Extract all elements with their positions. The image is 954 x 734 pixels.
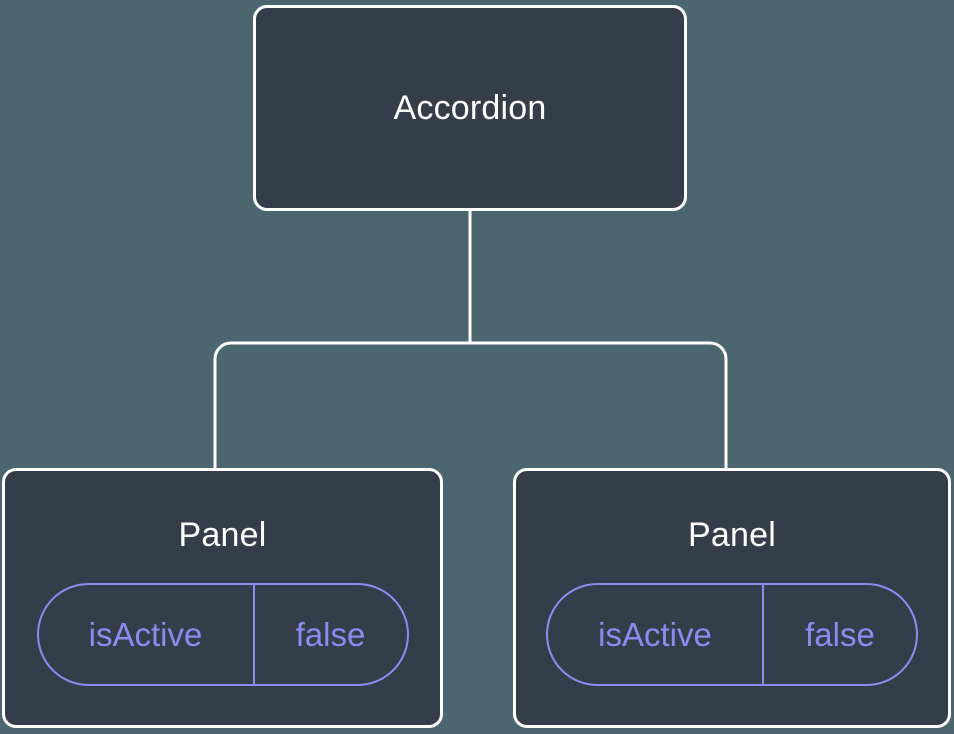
node-panel-2[interactable]: Panel isActive false (513, 468, 951, 728)
node-title: Accordion (393, 89, 547, 127)
prop-value: false (295, 615, 366, 653)
node-title: Panel (688, 516, 776, 554)
edge-split-to-left-panel (213, 341, 470, 468)
prop-badge-isactive[interactable]: isActive false (36, 583, 409, 686)
edge-split-to-right-panel (470, 341, 728, 468)
prop-key: isActive (548, 585, 764, 684)
prop-value: false (805, 615, 875, 653)
node-title: Panel (178, 516, 267, 554)
prop-badge-isactive[interactable]: isActive false (546, 583, 918, 686)
node-accordion[interactable]: Accordion (253, 5, 687, 211)
node-panel-1[interactable]: Panel isActive false (2, 468, 443, 728)
prop-key: isActive (39, 585, 255, 684)
